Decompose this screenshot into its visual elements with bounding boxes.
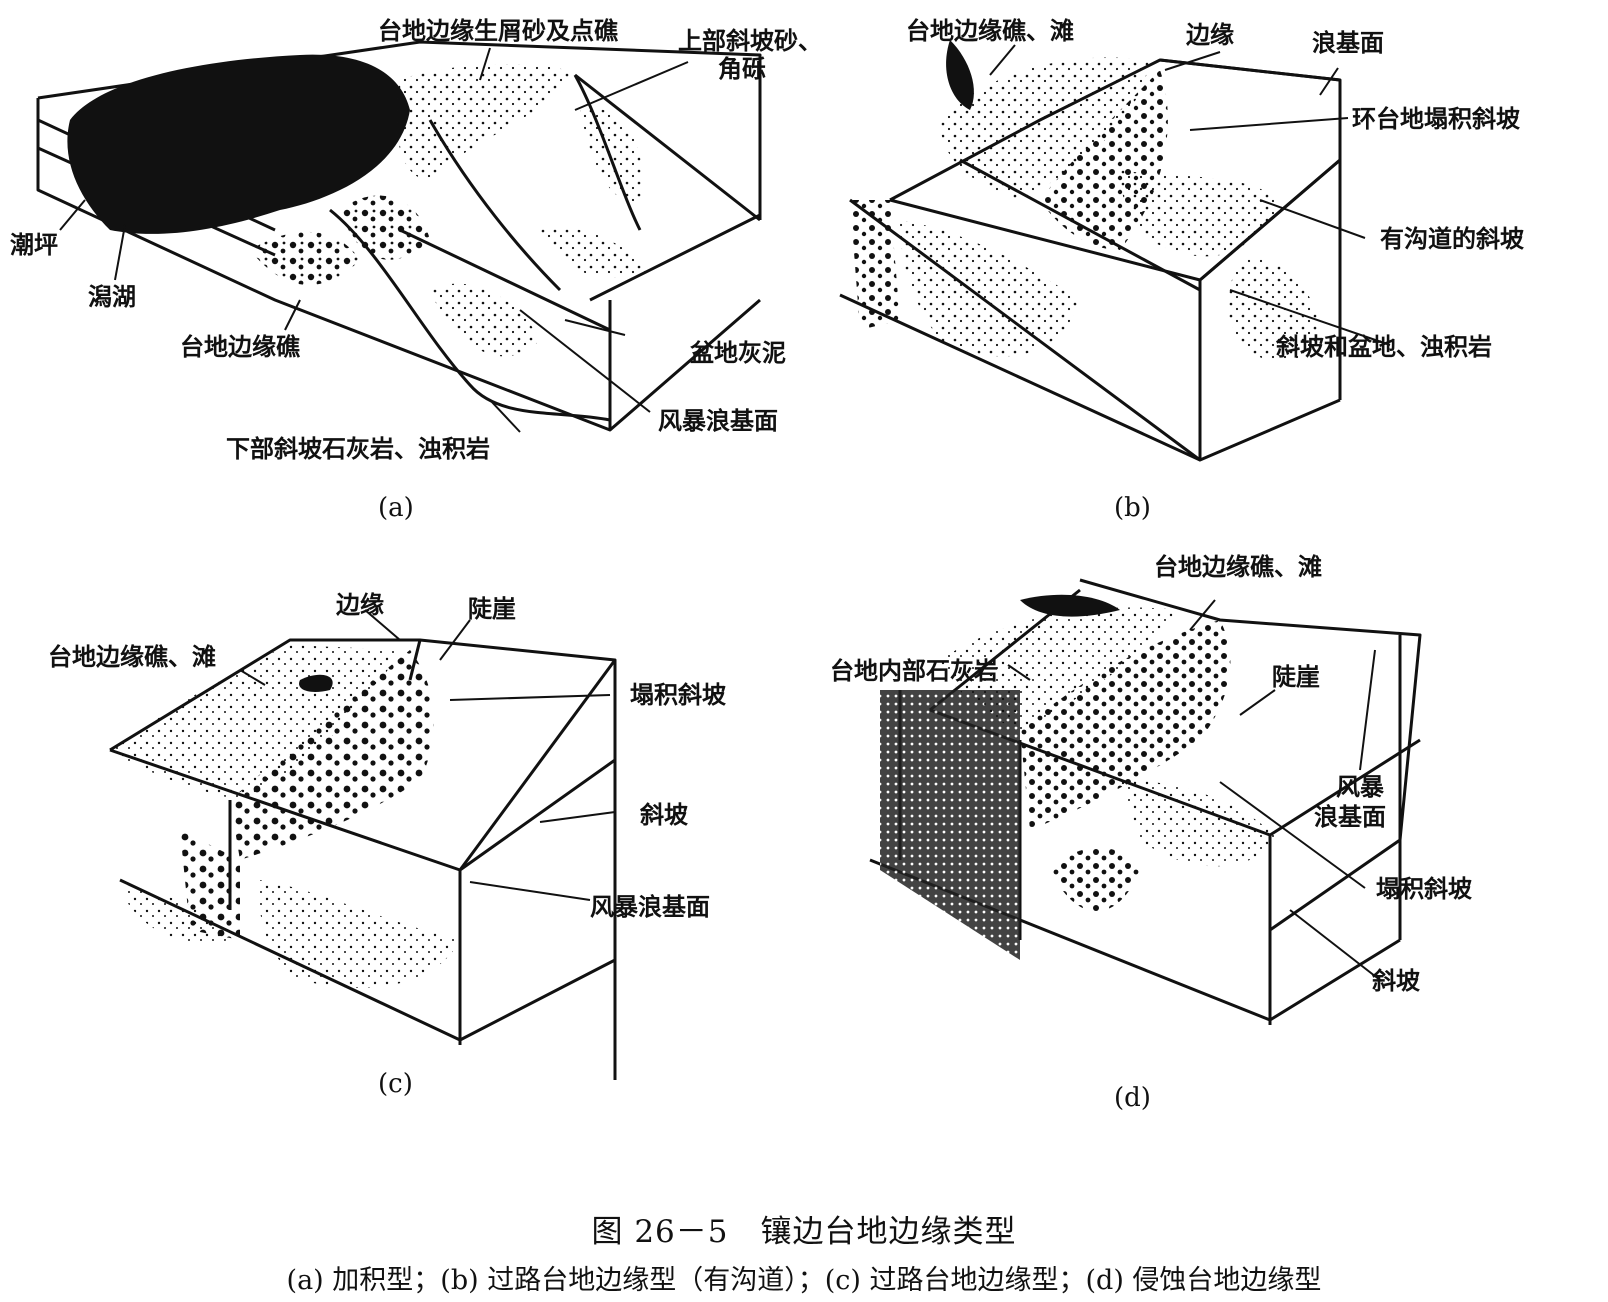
sublabel-d: (d) bbox=[1114, 1083, 1151, 1113]
label-c-5: 风暴浪基面 bbox=[590, 893, 710, 921]
label-c-1: 陡崖 bbox=[468, 595, 516, 623]
label-a-3: 潮坪 bbox=[10, 231, 58, 259]
panel-d-block-diagram bbox=[869, 578, 1422, 1025]
label-b-0: 台地边缘礁、滩 bbox=[906, 17, 1074, 45]
label-a-0: 台地边缘生屑砂及点礁 bbox=[378, 17, 618, 45]
panel-c: 边缘 陡崖 台地边缘礁、滩 塌积斜坡 斜坡 风暴浪基面 (c) bbox=[0, 560, 820, 1100]
label-a-6: 盆地灰泥 bbox=[690, 339, 786, 367]
label-c-4: 斜坡 bbox=[640, 801, 688, 829]
label-d-1: 台地内部石灰岩 bbox=[830, 657, 998, 685]
label-d-4: 浪基面 bbox=[1314, 803, 1386, 831]
figure-subtitle: (a) 加积型；(b) 过路台地边缘型（有沟道）；(c) 过路台地边缘型；(d)… bbox=[286, 1265, 1322, 1296]
label-b-2: 浪基面 bbox=[1312, 29, 1384, 57]
label-d-5: 塌积斜坡 bbox=[1376, 875, 1472, 903]
panel-a-block-diagram bbox=[36, 40, 762, 433]
panel-c-block-diagram bbox=[109, 609, 617, 1080]
label-a-2: 角砾 bbox=[718, 55, 766, 83]
label-d-6: 斜坡 bbox=[1372, 967, 1420, 995]
panel-d: 台地边缘礁、滩 台地内部石灰岩 陡崖 风暴 浪基面 塌积斜坡 斜坡 (d) bbox=[820, 540, 1608, 1112]
label-b-4: 有沟道的斜坡 bbox=[1380, 225, 1524, 253]
label-b-3: 环台地塌积斜坡 bbox=[1352, 105, 1520, 133]
label-c-3: 塌积斜坡 bbox=[630, 681, 726, 709]
label-d-3: 风暴 bbox=[1336, 773, 1384, 801]
label-c-2: 台地边缘礁、滩 bbox=[48, 643, 216, 671]
label-a-5: 台地边缘礁 bbox=[180, 333, 300, 361]
sublabel-b: (b) bbox=[1114, 493, 1151, 523]
label-a-4: 潟湖 bbox=[88, 283, 136, 311]
label-b-1: 边缘 bbox=[1186, 21, 1234, 49]
label-d-2: 陡崖 bbox=[1272, 663, 1320, 691]
label-c-0: 边缘 bbox=[336, 591, 384, 619]
label-a-8: 下部斜坡石灰岩、浊积岩 bbox=[226, 435, 490, 463]
sublabel-a: (a) bbox=[378, 493, 414, 523]
label-a-7: 风暴浪基面 bbox=[658, 407, 778, 435]
label-a-1: 上部斜坡砂、 bbox=[678, 27, 822, 55]
panel-b-block-diagram bbox=[839, 40, 1391, 462]
label-b-5: 斜坡和盆地、浊积岩 bbox=[1276, 333, 1492, 361]
panel-b: 台地边缘礁、滩 边缘 浪基面 环台地塌积斜坡 有沟道的斜坡 斜坡和盆地、浊积岩 … bbox=[820, 0, 1608, 540]
sublabel-c: (c) bbox=[378, 1069, 413, 1099]
figure-title: 图 26－5 镶边台地边缘类型 bbox=[591, 1214, 1017, 1250]
panel-a: 台地边缘生屑砂及点礁 上部斜坡砂、 角砾 潮坪 潟湖 台地边缘礁 盆地灰泥 风暴… bbox=[0, 0, 822, 540]
label-d-0: 台地边缘礁、滩 bbox=[1154, 553, 1322, 581]
